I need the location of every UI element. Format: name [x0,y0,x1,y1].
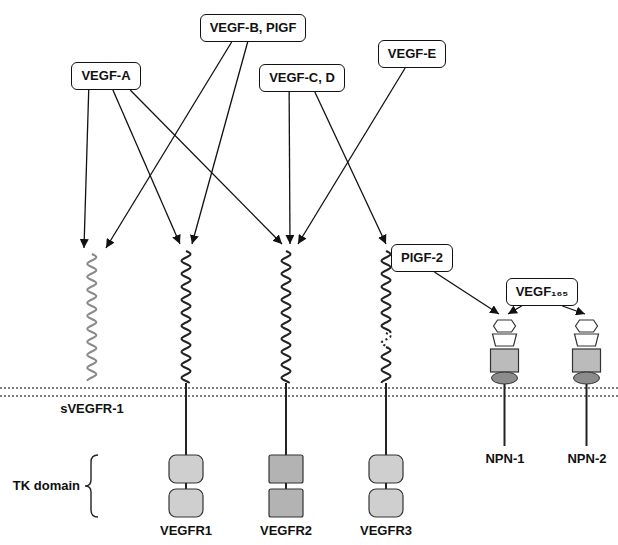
kinase-domain [269,455,303,483]
receptor-stalk [586,384,588,446]
receptor: NPN-1 [481,314,528,467]
bracket [85,455,98,517]
kinase-domain [269,489,303,517]
a-domain [576,320,598,332]
kinase-domain [369,455,403,483]
binding-arrow [113,90,180,244]
ligand-name: VEGF₁₆₅ [516,284,569,300]
receptor-name: NPN-1 [485,451,524,467]
receptor-name: VEGFR1 [160,523,212,539]
ligand-name: PlGF-2 [401,250,443,266]
extracellular-domain [382,251,391,333]
receptor-stalk [185,483,187,489]
receptor-name: NPN-2 [567,451,606,467]
receptor-stalk [504,384,506,446]
binding-arrow [508,306,522,314]
receptor-drawing [56,248,128,417]
receptor: sVEGFR-1 [56,248,128,417]
kinase-domain [169,489,203,517]
receptor-stalk [385,483,387,489]
binding-arrow [562,306,585,314]
binding-arrow [84,90,89,248]
receptor-name: VEGFR3 [360,523,412,539]
binding-arrow [288,92,290,244]
extracellular-domain [282,251,291,383]
receptor-stalk [285,483,287,489]
receptor-name: sVEGFR-1 [60,401,124,417]
ligand-name: VEGF-E [388,46,436,62]
a-domain [494,320,516,332]
extracellular-domain [182,251,191,383]
binding-arrow [434,272,499,314]
receptor: NPN-2 [563,314,610,467]
receptor-drawing [481,314,528,467]
binding-arrow [315,92,386,244]
receptor-drawing [256,244,316,539]
receptor-stalk [385,383,387,455]
ligand-box: VEGF-C, D [259,64,345,92]
receptor-name: VEGFR2 [260,523,312,539]
binding-arrow [130,90,282,244]
receptor-drawing [356,244,416,539]
cell-membrane [0,387,618,388]
receptor-drawing [156,244,216,539]
receptor: VEGFR3 [356,244,416,539]
binding-arrow [298,68,405,244]
receptor-drawing [563,314,610,467]
receptor: VEGFR1 [156,244,216,539]
receptor-stalk [185,383,187,455]
ligand-name: VEGF-B, PlGF [210,20,297,36]
cell-membrane [0,395,618,396]
ligand-box: PlGF-2 [391,244,453,272]
ligand-name: VEGF-C, D [269,70,335,86]
domain-label: TK domain [13,478,80,494]
label-holder: TK domain [13,478,80,494]
c-domain [573,349,601,372]
mam-domain [574,372,600,384]
extracellular-domain [382,347,391,383]
extracellular-domain [88,254,97,381]
c-domain [491,349,519,372]
mam-domain [492,372,518,384]
extracellular-domain [382,333,391,347]
ligand-box: VEGF-E [378,40,446,68]
b-domain [493,334,517,346]
ligand-name: VEGF-A [81,68,130,84]
kinase-domain [369,489,403,517]
ligand-box: VEGF-B, PlGF [200,14,307,42]
kinase-domain [169,455,203,483]
ligand-box: VEGF₁₆₅ [506,278,579,306]
b-domain [575,334,599,346]
receptor: VEGFR2 [256,244,316,539]
binding-arrow [192,42,248,244]
ligand-box: VEGF-A [71,62,140,90]
receptor-stalk [285,383,287,455]
